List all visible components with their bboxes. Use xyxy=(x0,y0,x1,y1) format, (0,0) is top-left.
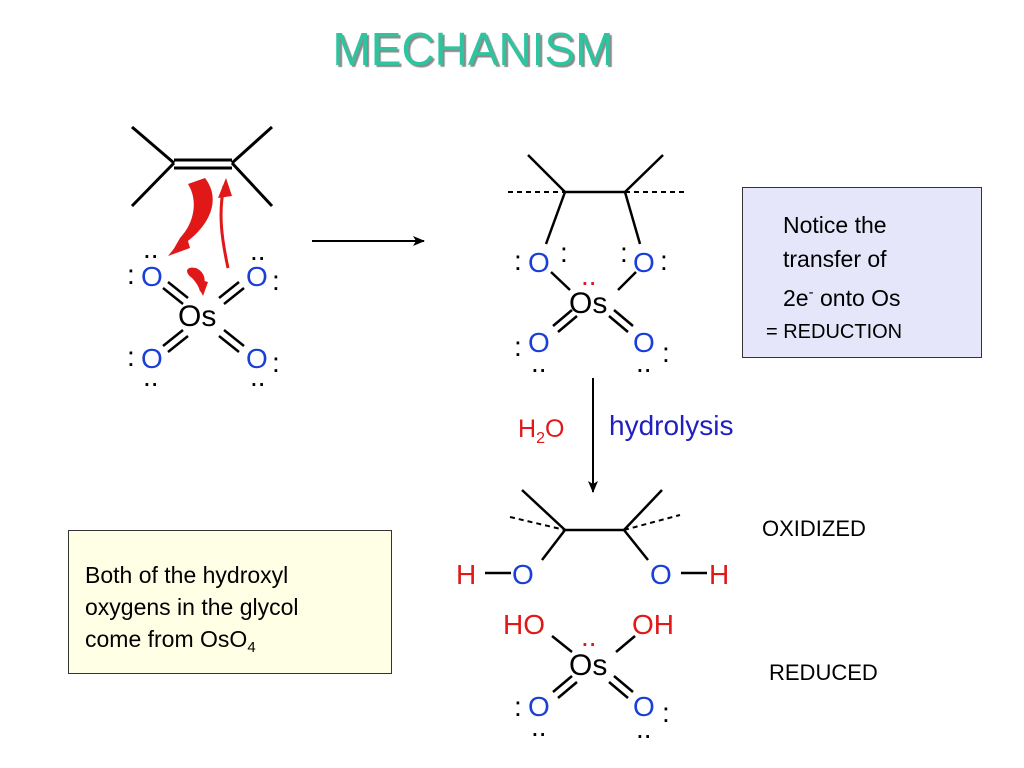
lone-pair: .. xyxy=(250,361,266,392)
lone-pair: : xyxy=(660,245,668,276)
lone-pair: : xyxy=(127,341,135,372)
lone-pair: .. xyxy=(143,361,159,392)
lone-pair: : xyxy=(514,691,522,722)
lone-pair: : xyxy=(620,237,628,268)
oxygen-atom: O xyxy=(141,343,163,374)
notice-line: 2e- onto Os xyxy=(783,284,901,311)
notice-line: Notice the xyxy=(783,212,887,238)
oso4-reactant: Os O O O O : : : : .. .. .. .. xyxy=(127,233,280,392)
osmium-atom: Os xyxy=(569,649,607,682)
oxygen-atom: O xyxy=(633,327,655,358)
oxygen-atom: O xyxy=(246,261,268,292)
lone-pair: .. xyxy=(143,233,159,264)
notice-line: transfer of xyxy=(783,246,887,272)
notice-box: Notice the transfer of 2e- onto Os = RED… xyxy=(742,187,982,358)
alkene-structure xyxy=(130,125,274,208)
electron-push-arrows xyxy=(168,178,232,296)
osmate-ester: Os .. O O O O : : : : : : .. .. xyxy=(508,154,684,378)
notice-line: = REDUCTION xyxy=(766,321,903,343)
lone-pair: : xyxy=(272,265,280,296)
curved-arrow-pi-to-o xyxy=(172,178,213,252)
oxygen-atom: O xyxy=(512,559,534,590)
arrowhead-os-to-o xyxy=(194,278,208,296)
lone-pair: .. xyxy=(250,235,266,266)
lone-pair-os: .. xyxy=(581,260,597,291)
lone-pair: : xyxy=(127,259,135,290)
glycol-note-box: Both of the hydroxyl oxygens in the glyc… xyxy=(68,530,392,674)
lone-pair: .. xyxy=(636,347,652,378)
oxygen-atom: O xyxy=(633,247,655,278)
page-title: MECHANISM xyxy=(332,23,614,75)
hydrogen-atom: H xyxy=(456,559,476,590)
osmium-atom: Os xyxy=(569,287,607,320)
glycol-product: H O O H xyxy=(456,489,729,590)
arrowhead-o-to-c xyxy=(218,178,232,198)
glycol-note-line: oxygens in the glycol xyxy=(85,594,299,620)
hydrolysis-label: hydrolysis xyxy=(609,410,734,441)
lone-pair: : xyxy=(662,337,670,368)
lone-pair: : xyxy=(514,331,522,362)
oxidized-label: OXIDIZED xyxy=(762,516,866,541)
curved-arrow-o-to-c xyxy=(219,185,230,269)
lone-pair: : xyxy=(560,237,568,268)
hydroxyl-group: HO xyxy=(503,609,545,640)
reduced-osmium: HO OH Os .. O O : : .. .. xyxy=(503,609,674,744)
lone-pair-os: .. xyxy=(581,621,597,652)
glycol-note-line: Both of the hydroxyl xyxy=(85,562,289,588)
oxygen-atom: O xyxy=(650,559,672,590)
oxygen-atom: O xyxy=(528,327,550,358)
water-reagent: H2O xyxy=(518,415,565,447)
arrowhead-pi-to-o xyxy=(168,234,190,256)
lone-pair: : xyxy=(514,245,522,276)
lone-pair: : xyxy=(272,347,280,378)
reduced-label: REDUCED xyxy=(769,660,878,685)
oxygen-atom: O xyxy=(246,343,268,374)
lone-pair: .. xyxy=(531,711,547,742)
oxygen-atom: O xyxy=(528,691,550,722)
oxygen-atom: O xyxy=(528,247,550,278)
hydroxyl-group: OH xyxy=(632,609,674,640)
osmium-atom: Os xyxy=(178,300,216,333)
lone-pair: .. xyxy=(531,347,547,378)
oxygen-atom: O xyxy=(633,691,655,722)
lone-pair: .. xyxy=(636,713,652,744)
hydrogen-atom: H xyxy=(709,559,729,590)
lone-pair: : xyxy=(662,697,670,728)
oxygen-atom: O xyxy=(141,261,163,292)
glycol-note-line: come from OsO4 xyxy=(85,626,256,656)
